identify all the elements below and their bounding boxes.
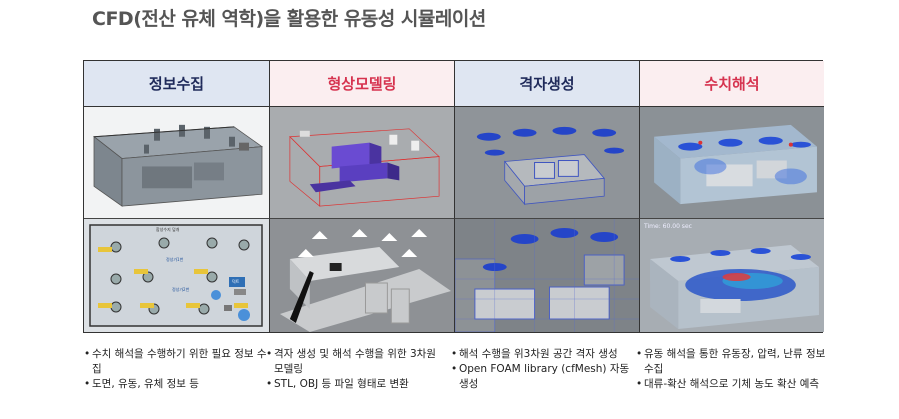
header-info-collection: 정보수집 [84,61,269,107]
column-numerical: 수치해석 Time: 60.00 sec [639,61,824,332]
bullets-modeling: 격자 생성 및 해석 수행을 위한 3차원 모델링 STL, OBJ 등 파일 … [266,347,446,392]
simulation-result-image [639,107,824,219]
process-table: 정보수집 [83,60,824,333]
plan-label-cover: 합성수지 덮개 [156,226,180,232]
column-modeling: 형상모델링 [269,61,454,332]
bullet-mesh-1: 해석 수행을 위3차원 공간 격자 생성 [451,347,631,362]
floor-plan-image: 합성수지 덮개 정성가1번 정성가2번 덕트 [84,219,269,332]
plan-label-tank2: 정성가2번 [172,286,190,292]
header-numerical: 수치해석 [639,61,824,107]
bullet-numerical-1: 유동 해석을 통한 유동장, 압력, 난류 정보 수집 [636,347,826,377]
concentration-result-image: Time: 60.00 sec [639,219,824,332]
mesh-detail-image [454,219,639,332]
white-model-image [269,219,454,332]
header-modeling: 형상모델링 [269,61,454,107]
simulation-time-label: Time: 60.00 sec [643,223,692,230]
column-info-collection: 정보수집 [84,61,269,332]
bullet-mesh-2: Open FOAM library (cfMesh) 자동 생성 [451,362,631,392]
bullets-info-collection: 수치 해석을 수행하기 위한 필요 정보 수집 도면, 유동, 유체 정보 등 [84,347,269,392]
page-title: CFD(전산 유체 역학)을 활용한 유동성 시뮬레이션 [92,8,486,30]
bullet-modeling-1: 격자 생성 및 해석 수행을 위한 3차원 모델링 [266,347,446,377]
bullets-numerical: 유동 해석을 통한 유동장, 압력, 난류 정보 수집 대류-확산 해석으로 기… [636,347,826,392]
bullet-modeling-2: STL, OBJ 등 파일 형태로 변환 [266,377,446,392]
bullets-mesh: 해석 수행을 위3차원 공간 격자 생성 Open FOAM library (… [451,347,631,392]
bullet-info-1: 수치 해석을 수행하기 위한 필요 정보 수집 [84,347,269,377]
bullet-info-2: 도면, 유동, 유체 정보 등 [84,377,269,392]
mesh-model-image [454,107,639,219]
purple-model-image [269,107,454,219]
column-mesh: 격자생성 [454,61,639,332]
bullet-numerical-2: 대류-확산 해석으로 기체 농도 확산 예측 [636,377,826,392]
plan-label-pipe: 덕트 [232,278,240,284]
header-mesh: 격자생성 [454,61,639,107]
building-3d-image [84,107,269,219]
plan-label-tank1: 정성가1번 [166,256,184,262]
